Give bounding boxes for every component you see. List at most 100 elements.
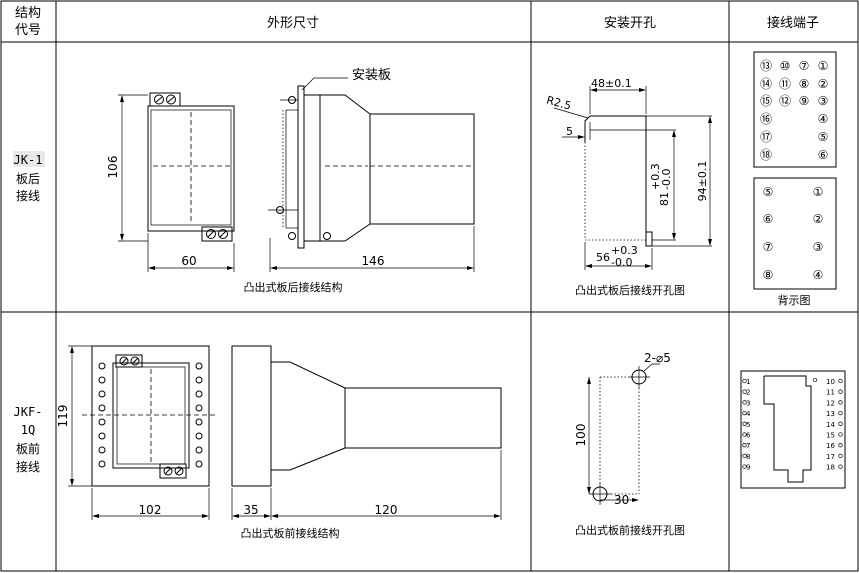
dim-inner-height-base: 81 — [658, 192, 671, 206]
front-view-jkf — [68, 345, 218, 520]
dim-inner-height-tol-lower: -0.0 — [660, 169, 673, 190]
front-terminal-left-hole — [742, 410, 747, 416]
type-front-line1: 板前 — [16, 441, 40, 456]
front-terminal-top-hole — [812, 377, 818, 383]
dim-inner-height-tol-upper: +0.3 — [649, 163, 662, 190]
header-mounting-cutout: 安装开孔 — [604, 16, 656, 31]
terminal-2: ② — [818, 77, 829, 91]
terminal-8: ⑧ — [799, 77, 810, 91]
front-terminal-left-hole — [742, 421, 747, 426]
dim-radius: R2.5 — [545, 94, 573, 113]
terminal-14: ⑭ — [760, 77, 772, 91]
code-jk1: JK-1 — [14, 153, 43, 167]
front-terminal-left: 1 — [746, 378, 750, 386]
front-terminal-left-hole — [742, 464, 747, 469]
back-terminal-4: ④ — [813, 268, 824, 282]
front-terminal-right-hole — [838, 443, 843, 448]
side-view-jk1 — [268, 77, 475, 272]
header-structure-line2: 代号 — [15, 23, 41, 38]
front-terminal-left-hole — [742, 432, 747, 437]
front-terminal-left-hole — [742, 378, 747, 384]
front-terminal-left: 3 — [746, 399, 750, 407]
front-terminal-right-hole — [838, 464, 843, 469]
dim-side-35: 35 — [243, 503, 258, 517]
caption-rear-structure: 凸出式板后接线结构 — [244, 280, 343, 294]
front-terminal-right: 13 — [826, 410, 835, 418]
front-terminal-left: 6 — [746, 432, 751, 440]
front-terminal-left: 5 — [746, 421, 750, 429]
dim-bottom-width-group: 56 +0.3 -0.0 — [596, 244, 638, 269]
front-terminal-left-hole — [742, 453, 747, 459]
terminal-10: ⑩ — [780, 59, 791, 73]
cutout-drawing-jk1 — [553, 86, 712, 270]
dim-offset-5: 5 — [566, 125, 573, 138]
front-terminal-left: 4 — [746, 410, 751, 418]
terminal-11: ⑪ — [779, 77, 791, 91]
terminal-12: ⑫ — [779, 94, 791, 108]
front-terminal-right: 16 — [826, 442, 835, 450]
dim-length-146: 146 — [362, 254, 385, 268]
front-terminal-right: 18 — [826, 464, 835, 472]
front-terminal-left-hole — [742, 443, 747, 448]
dim-bottom-width-tol-lower: -0.0 — [611, 256, 632, 269]
front-terminal-right-hole — [838, 389, 843, 394]
front-terminal-right: 10 — [826, 378, 835, 386]
caption-rear-cutout: 凸出式板后接线开孔图 — [575, 283, 685, 297]
dim-side-120: 120 — [375, 503, 398, 517]
front-terminal-right: 11 — [826, 389, 835, 397]
front-terminal-left: 8 — [746, 453, 750, 461]
terminal-5: ⑤ — [818, 130, 829, 144]
dim-bottom-width-tol-upper: +0.3 — [611, 244, 638, 257]
type-rear-line2: 接线 — [16, 188, 40, 203]
terminal-9: ⑨ — [799, 94, 810, 108]
terminal-grid-back: ⑤ ① ⑥ ② ⑦ ③ ⑧ ④ — [763, 185, 824, 282]
front-terminal-right-hole — [838, 453, 843, 459]
caption-front-structure: 凸出式板前接线结构 — [241, 526, 340, 540]
dim-width-102: 102 — [139, 503, 162, 517]
header-outline-dimensions: 外形尺寸 — [267, 16, 319, 31]
back-terminal-2: ② — [813, 212, 824, 226]
front-terminal-left: 2 — [746, 389, 750, 397]
type-front-line2: 接线 — [16, 459, 40, 474]
front-terminal-left: 9 — [746, 464, 750, 472]
back-terminal-1: ① — [813, 185, 824, 199]
terminal-6: ⑥ — [818, 148, 829, 162]
front-terminal-right-hole — [838, 400, 843, 405]
terminal-3: ③ — [818, 94, 829, 108]
front-terminal-left-hole — [742, 400, 747, 405]
front-view-jk1 — [118, 92, 235, 272]
terminal-15: ⑮ — [760, 94, 772, 108]
header-structure-line1: 结构 — [15, 6, 41, 21]
code-jkf-line1: JKF- — [14, 405, 43, 419]
dim-holes: 2-⌀5 — [644, 351, 671, 365]
terminal-board-front — [740, 370, 846, 489]
label-mounting-panel: 安装板 — [352, 68, 391, 83]
dim-bottom-width-base: 56 — [596, 251, 610, 264]
dim-width-60: 60 — [181, 254, 196, 268]
front-terminal-left: 7 — [746, 442, 750, 450]
dim-outer-height: 94±0.1 — [696, 161, 709, 202]
dim-top-width: 48±0.1 — [591, 77, 632, 90]
dim-inner-height-group: 81 +0.3 -0.0 — [649, 163, 673, 206]
terminal-18: ⑱ — [760, 148, 772, 162]
dim-horizontal-30: 30 — [614, 493, 629, 507]
terminal-grid-top: ⑬ ⑩ ⑦ ① ⑭ ⑪ ⑧ ② ⑮ ⑫ ⑨ ③ ⑯ ④ ⑰ ⑤ ⑱ ⑥ — [760, 59, 828, 162]
code-highlight-jk1 — [13, 151, 45, 167]
back-terminal-3: ③ — [813, 240, 824, 254]
front-terminal-right-hole — [838, 378, 843, 384]
front-terminal-right-hole — [838, 410, 843, 416]
cutout-drawing-jkf — [587, 363, 660, 505]
front-terminal-right: 14 — [826, 421, 835, 429]
caption-back-view: 背示图 — [778, 293, 811, 307]
side-view-jkf — [231, 345, 502, 520]
front-terminal-right: 17 — [826, 453, 835, 461]
terminal-17: ⑰ — [760, 130, 772, 144]
header-terminals: 接线端子 — [767, 15, 819, 31]
terminal-13: ⑬ — [760, 59, 772, 73]
terminal-box-top — [753, 51, 837, 168]
dim-height-119: 119 — [56, 405, 70, 428]
terminal-7: ⑦ — [799, 59, 810, 73]
front-terminal-right: 12 — [826, 399, 835, 407]
